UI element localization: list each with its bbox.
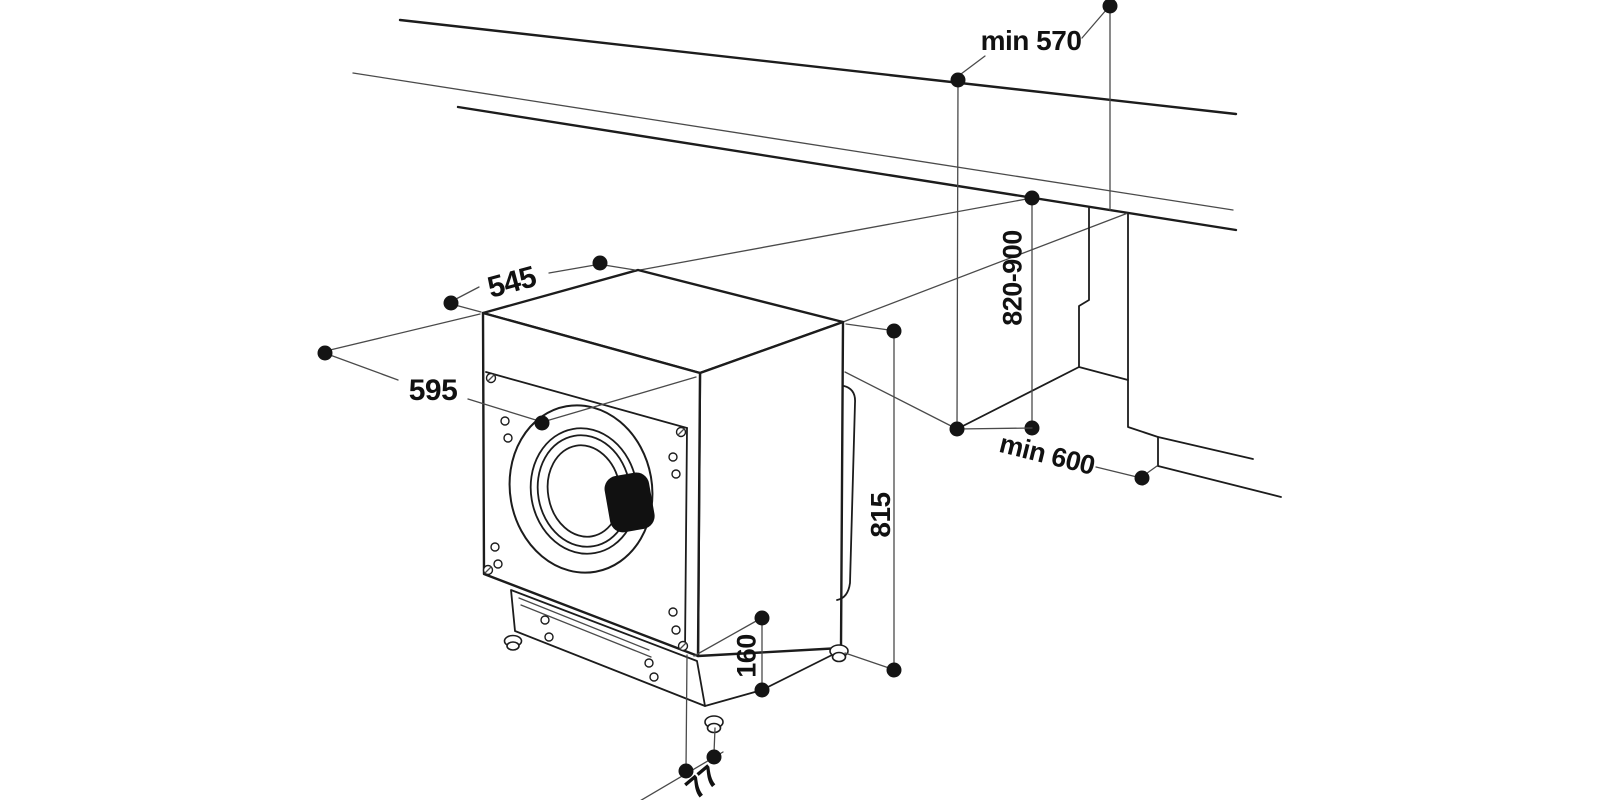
label-worktop-min-depth: min 570 xyxy=(980,25,1082,56)
dim-floor-min-depth xyxy=(949,421,1158,486)
label-machine-height: 815 xyxy=(865,492,896,538)
plinth-drawer xyxy=(510,589,839,707)
screw-holes xyxy=(490,416,681,635)
corner-screw xyxy=(482,372,689,652)
dim-feet-height xyxy=(640,654,724,800)
worktop-edges xyxy=(352,72,1238,232)
dim-machine-height xyxy=(844,323,902,678)
label-niche-height-range: 820-900 xyxy=(997,230,1028,326)
dim-base-height xyxy=(693,610,770,698)
dim-worktop-min-depth xyxy=(950,0,1118,430)
label-base-height: 160 xyxy=(731,634,762,678)
dim-machine-depth xyxy=(443,255,636,313)
washing-machine xyxy=(481,268,856,734)
machine-front-panel xyxy=(482,371,689,652)
adjacent-cabinet xyxy=(1127,212,1282,498)
door-handle xyxy=(604,472,655,533)
label-machine-width: 595 xyxy=(408,374,458,407)
dim-machine-width xyxy=(317,313,697,431)
feet xyxy=(503,634,849,734)
niche-lines xyxy=(639,197,1129,430)
door xyxy=(508,404,655,574)
wall-line xyxy=(398,18,1238,116)
machine-body xyxy=(481,268,856,658)
